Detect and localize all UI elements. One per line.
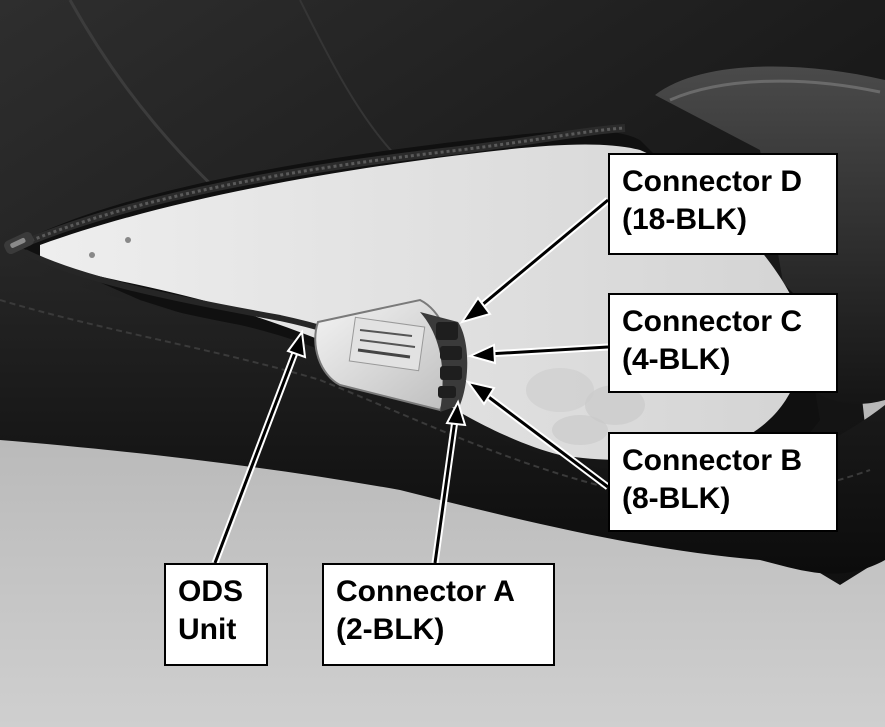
- callout-spec: (4-BLK): [622, 343, 731, 376]
- foam-texture: [552, 415, 608, 445]
- callout-title: Connector D: [622, 165, 802, 198]
- callout-ods-unit: ODS Unit: [164, 563, 268, 666]
- arrow-icon: [459, 197, 611, 324]
- callout-title: Connector C: [622, 305, 802, 338]
- arrow-icon: [467, 343, 609, 365]
- arrow-icon: [465, 380, 611, 490]
- callout-spec: (2-BLK): [336, 613, 445, 646]
- arrow-icon: [211, 329, 307, 565]
- zipper-pull-icon: [4, 231, 34, 255]
- fabric-seam: [299, 0, 401, 161]
- ods-unit-module: [314, 298, 468, 412]
- callout-title: ODS: [178, 575, 244, 608]
- callout-connector-d: Connector D (18-BLK): [608, 153, 838, 255]
- foam-texture: [526, 368, 594, 412]
- callout-spec: (8-BLK): [622, 482, 731, 515]
- zipper-teeth: [19, 126, 626, 247]
- callout-title: Connector A: [336, 575, 515, 608]
- callout-connector-c: Connector C (4-BLK): [608, 293, 838, 393]
- callout-connector-a: Connector A (2-BLK): [322, 563, 555, 666]
- callout-spec: Unit: [178, 613, 237, 646]
- foam-dot: [125, 237, 131, 243]
- foam-texture: [585, 385, 645, 425]
- callout-connector-b: Connector B (8-BLK): [608, 432, 838, 532]
- callout-title: Connector B: [622, 444, 802, 477]
- arrow-icon: [431, 399, 467, 564]
- callout-spec: (18-BLK): [622, 203, 747, 236]
- trim-highlight: [669, 79, 881, 102]
- foam-dot: [89, 252, 95, 258]
